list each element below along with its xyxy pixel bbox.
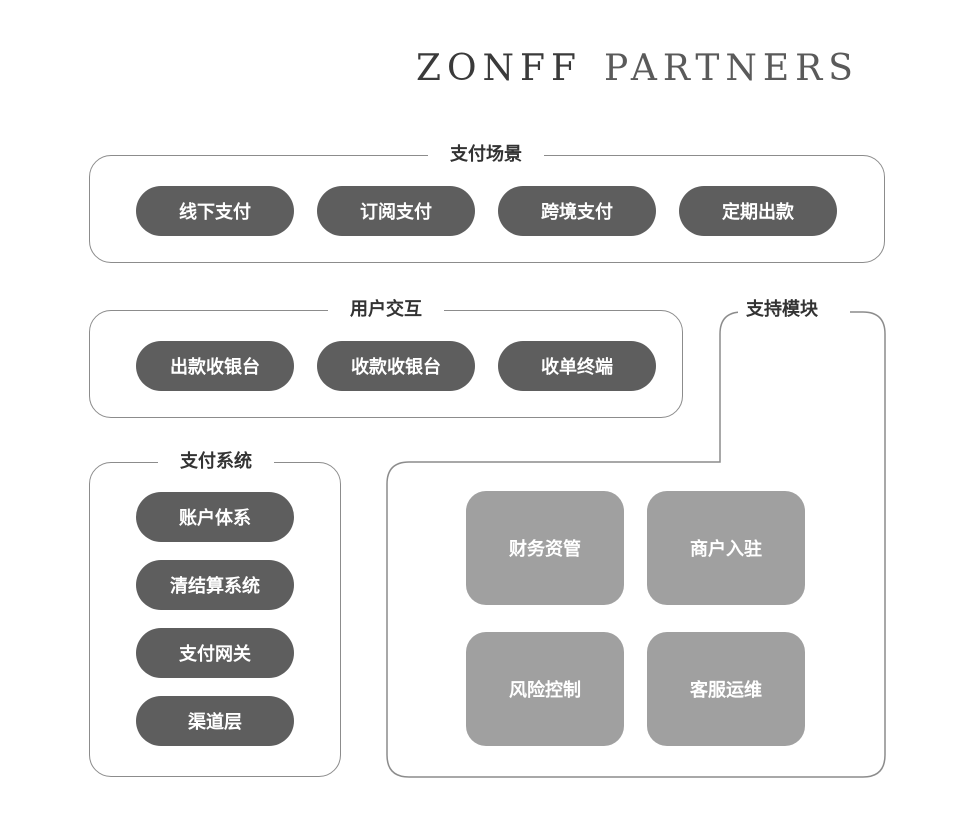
module-merchant-onboarding: 商户入驻 (647, 491, 805, 605)
scenario-cross-border-payment: 跨境支付 (498, 186, 656, 236)
scenario-offline-payment: 线下支付 (136, 186, 294, 236)
scenario-scheduled-payout: 定期出款 (679, 186, 837, 236)
system-payment-gateway: 支付网关 (136, 628, 294, 678)
system-account: 账户体系 (136, 492, 294, 542)
interaction-payout-cashier: 出款收银台 (136, 341, 294, 391)
user-interaction-group: 用户交互 (89, 299, 683, 418)
interaction-collection-cashier: 收款收银台 (317, 341, 475, 391)
logo-word-1: ZONFF (416, 48, 582, 89)
system-channel-layer: 渠道层 (136, 696, 294, 746)
payment-scenarios-title: 支付场景 (428, 144, 544, 166)
scenario-subscription-payment: 订阅支付 (317, 186, 475, 236)
payment-scenarios-group: 支付场景 (89, 144, 885, 263)
support-modules-title: 支持模块 (738, 299, 826, 321)
module-finance-treasury: 财务资管 (466, 491, 624, 605)
payment-system-title: 支付系统 (158, 451, 274, 473)
payment-system-group: 支付系统 (89, 451, 341, 777)
brand-logo: ZONFF PARTNERS (416, 48, 859, 89)
logo-word-2: PARTNERS (603, 48, 859, 89)
module-risk-control: 风险控制 (466, 632, 624, 746)
module-customer-ops: 客服运维 (647, 632, 805, 746)
system-clearing-settlement: 清结算系统 (136, 560, 294, 610)
user-interaction-title: 用户交互 (328, 299, 444, 321)
support-modules-outline (386, 311, 886, 778)
interaction-acquiring-terminal: 收单终端 (498, 341, 656, 391)
